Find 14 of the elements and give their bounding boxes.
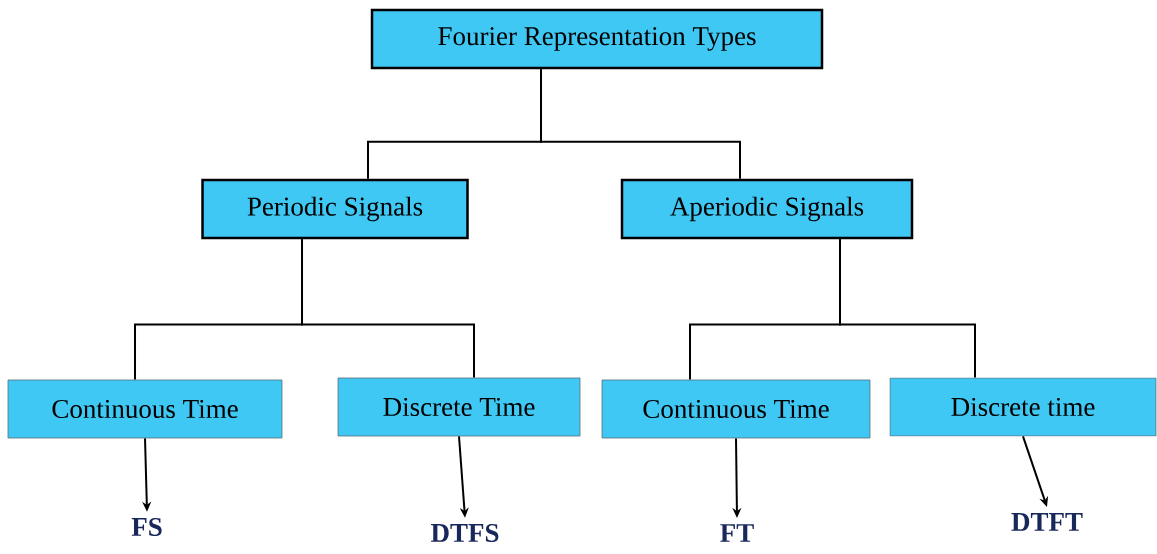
result-label: DTFT: [1011, 513, 1083, 531]
category-box: Discrete Time: [337, 377, 581, 437]
category-box: Fourier Representation Types: [370, 8, 824, 70]
result-label: DTFS: [430, 523, 499, 543]
category-box: Discrete time: [889, 377, 1157, 437]
category-box: Continuous Time: [601, 379, 871, 439]
connector-line: [839, 238, 976, 379]
category-box: Periodic Signals: [201, 178, 469, 240]
connector-line: [301, 238, 475, 379]
category-box: Continuous Time: [7, 379, 283, 439]
result-label: FT: [720, 524, 754, 542]
connector-line: [540, 68, 741, 180]
category-box: Aperiodic Signals: [620, 178, 914, 240]
result-label: FS: [131, 517, 162, 537]
